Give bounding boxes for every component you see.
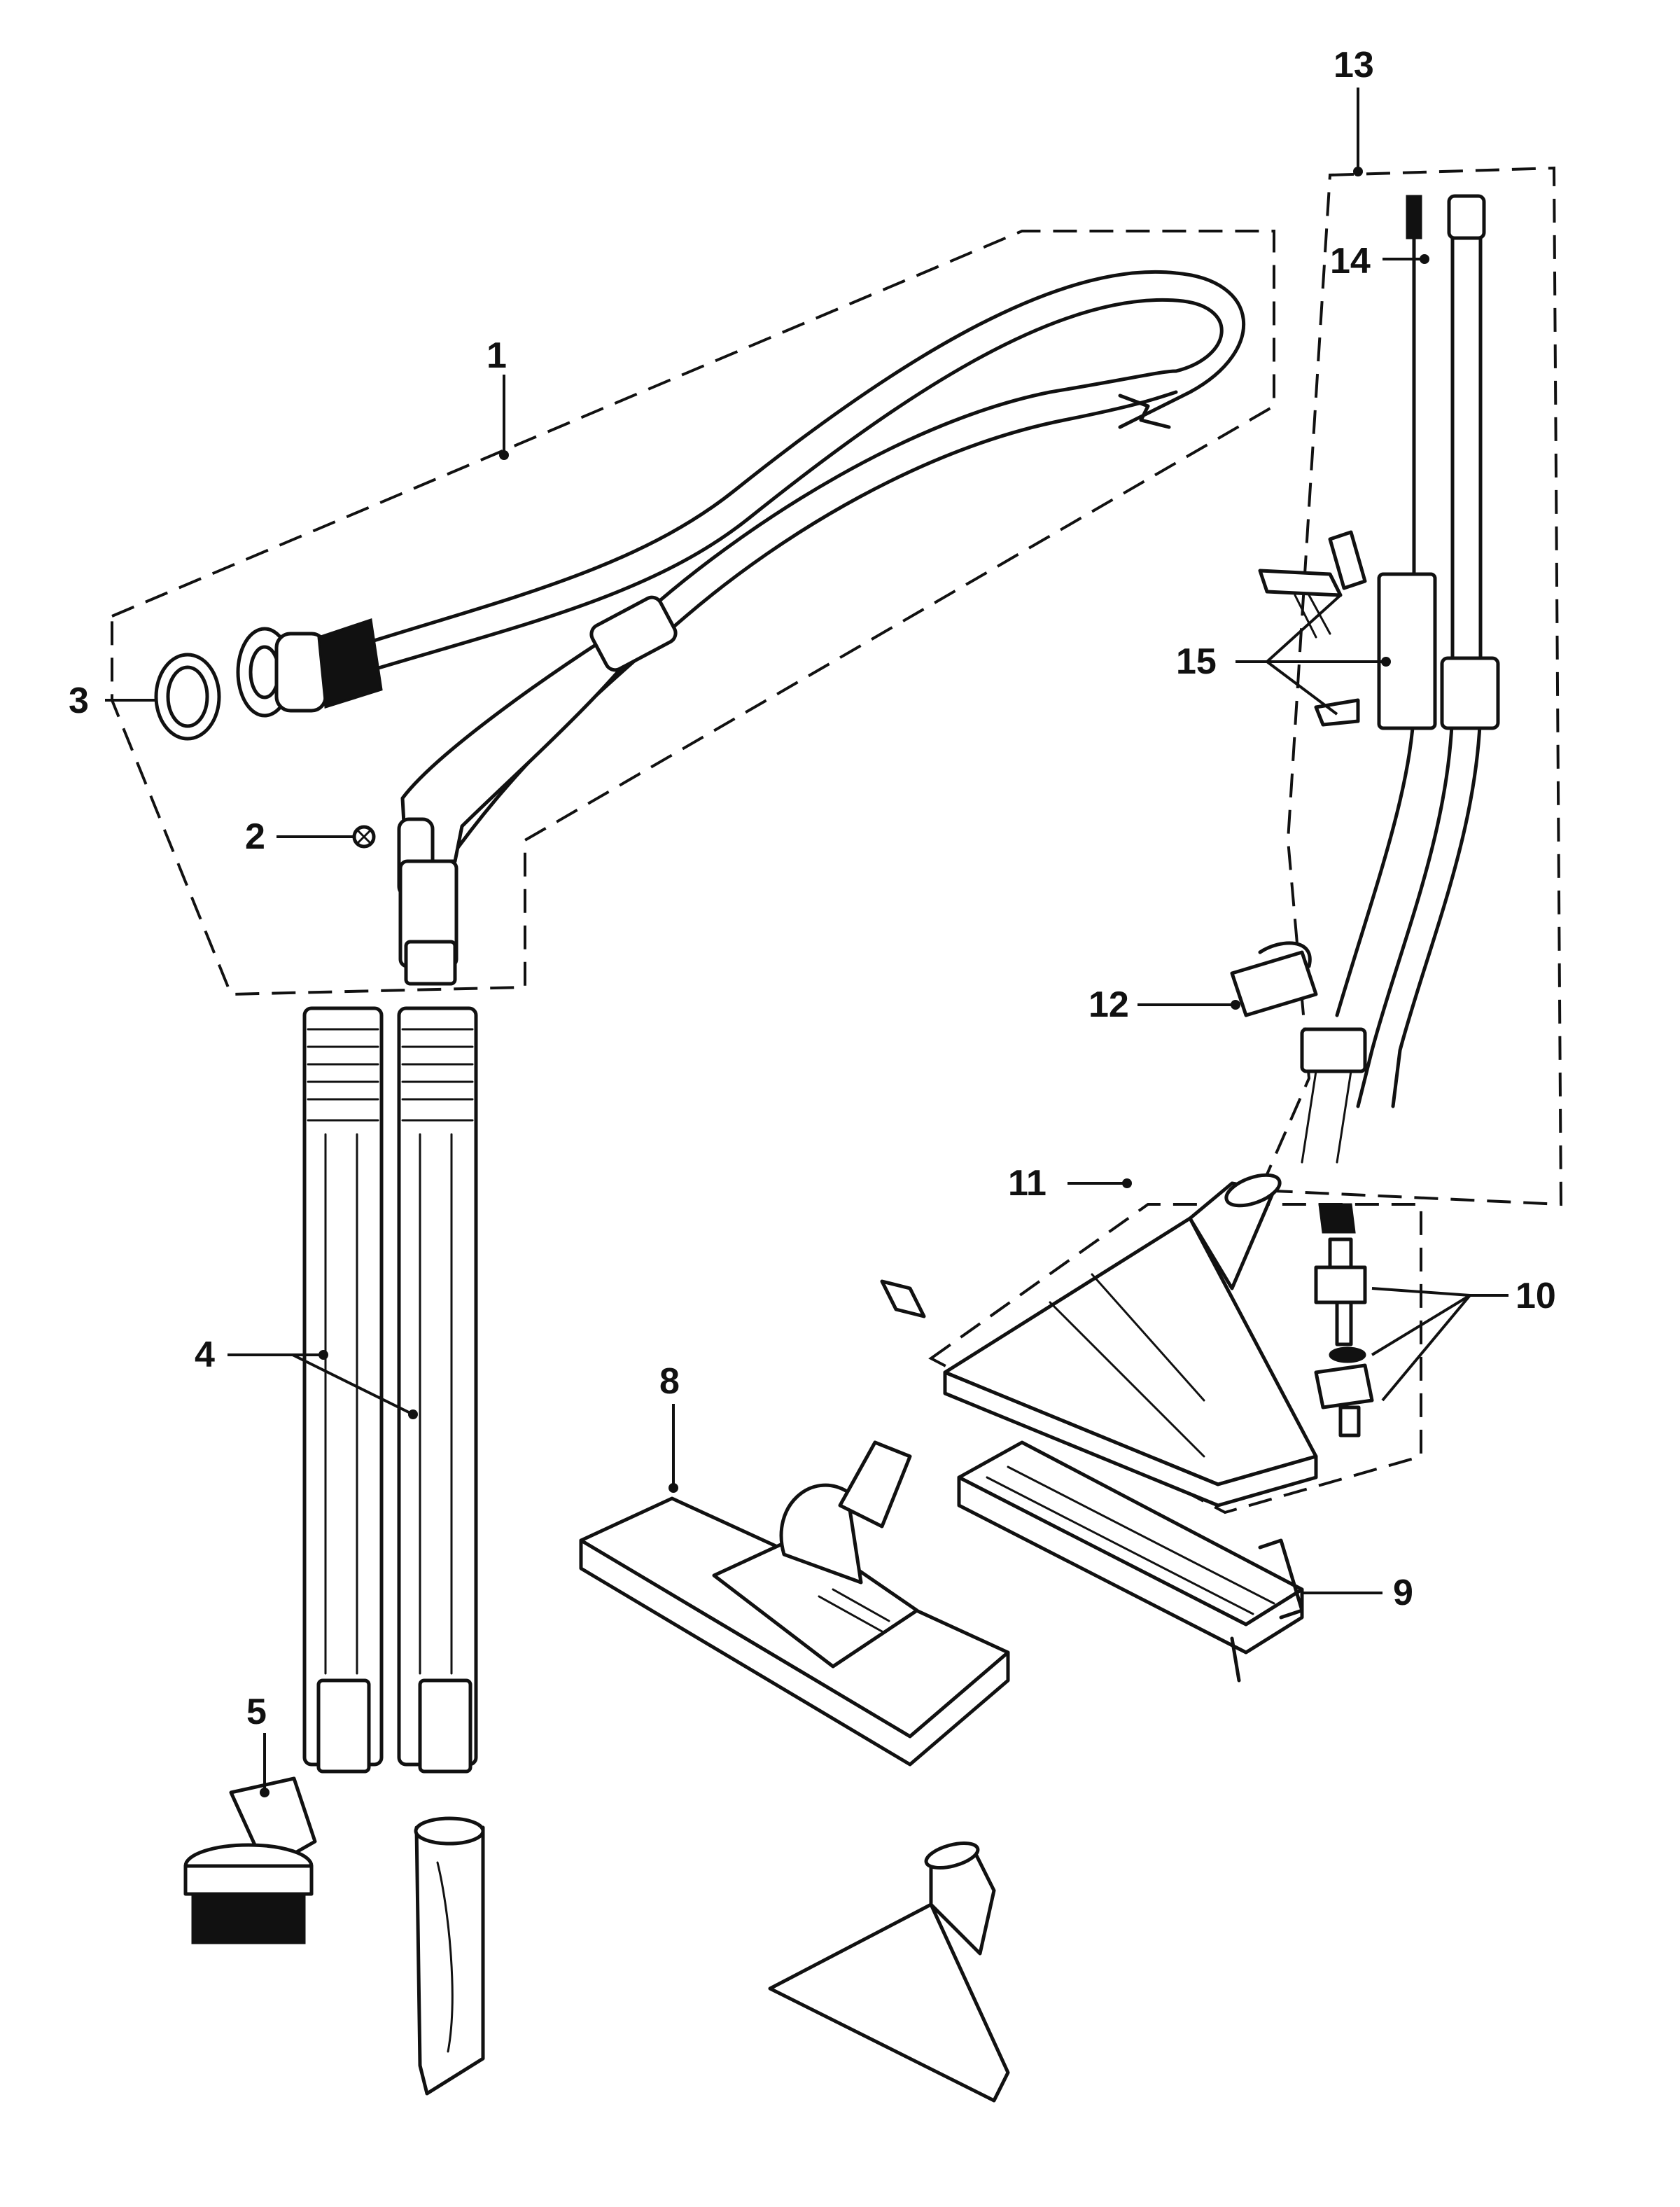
item-2-screw — [352, 825, 376, 849]
callout-1: 1 — [486, 335, 507, 376]
item-10-spray-fittings — [1314, 1203, 1374, 1437]
callout-9: 9 — [1393, 1573, 1413, 1613]
callout-11: 11 — [1008, 1163, 1046, 1204]
callout-13: 13 — [1334, 45, 1374, 85]
upholstery-nozzle — [768, 1841, 1010, 2103]
item-3-o-ring — [154, 653, 221, 741]
callout-5: 5 — [246, 1692, 267, 1732]
callout-3: 3 — [69, 681, 89, 721]
callout-8: 8 — [659, 1361, 680, 1402]
crevice-tool — [414, 1816, 485, 2096]
callout-14: 14 — [1330, 241, 1371, 281]
callout-2: 2 — [245, 816, 265, 857]
hose-swivel-end — [236, 618, 383, 718]
item-4-wand-right — [397, 1006, 478, 1774]
item-4-wand-left — [302, 1006, 384, 1774]
item-13-spray-wand — [1300, 194, 1500, 1164]
upholstery-tool-clip — [880, 1279, 926, 1318]
leader-lines — [105, 88, 1508, 1797]
item-12-hose-clip — [1230, 941, 1318, 1017]
callout-4: 4 — [195, 1335, 215, 1375]
group-boundary-wand-assembly — [1258, 166, 1563, 1206]
item-9-squeegee-bar — [957, 1440, 1304, 1683]
callout-10: 10 — [1516, 1276, 1556, 1316]
group-boundary-upholstery-tool — [928, 1203, 1422, 1515]
item-8-floor-nozzle — [579, 1440, 1010, 1767]
group-boundary-hose-assembly — [111, 230, 1275, 996]
callout-12: 12 — [1088, 984, 1129, 1025]
item-11-upholstery-tool — [943, 1173, 1318, 1508]
item-5-dusting-brush — [183, 1776, 317, 1944]
hose-handle — [397, 595, 678, 986]
callout-15: 15 — [1176, 641, 1217, 682]
